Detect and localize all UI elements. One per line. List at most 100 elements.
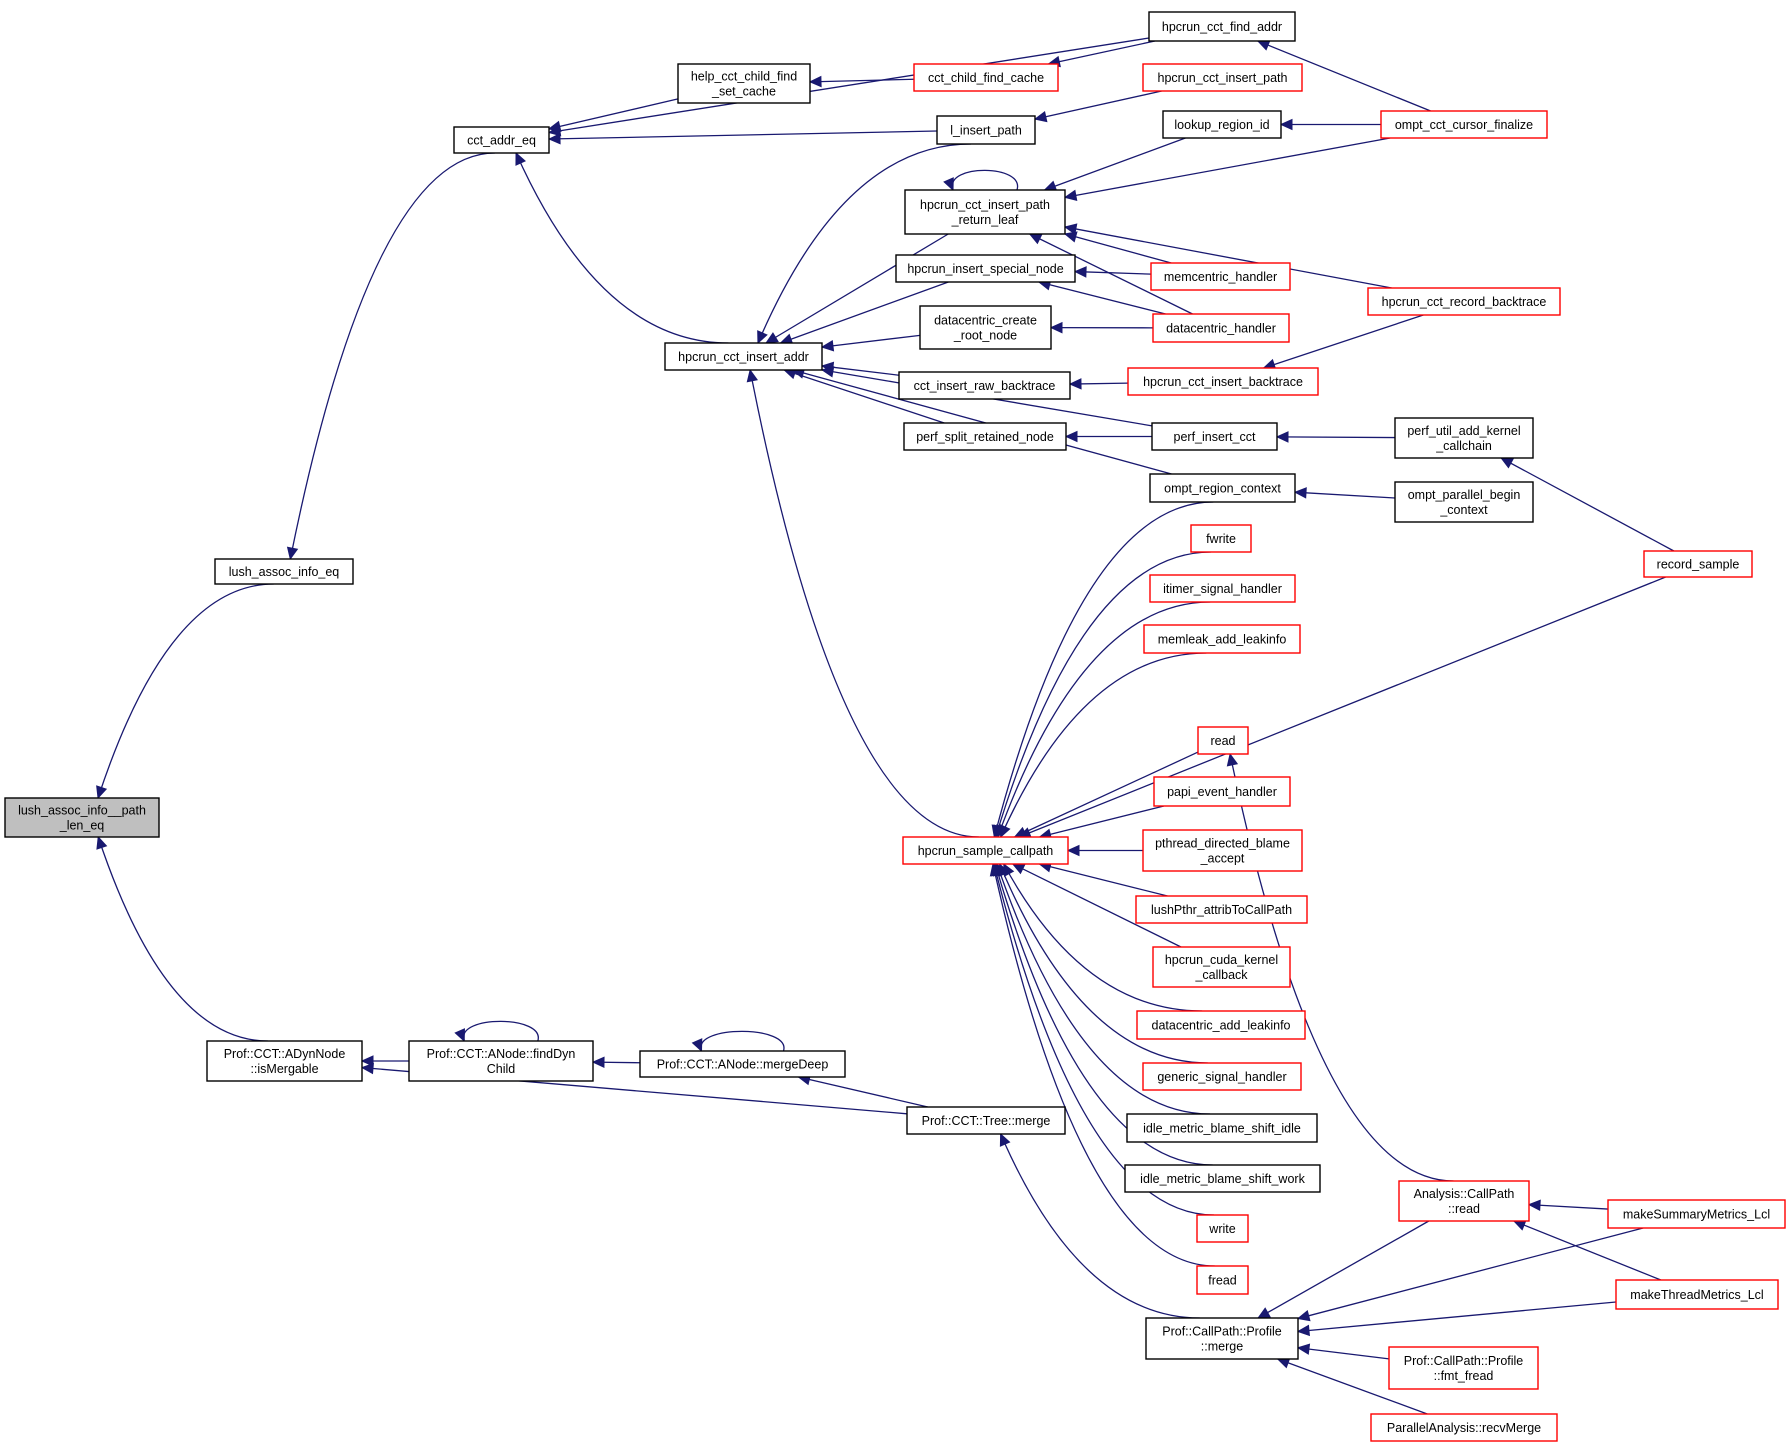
function-node[interactable]: hpcrun_sample_callpath xyxy=(902,836,1069,865)
function-node[interactable]: l_insert_path xyxy=(936,115,1036,145)
node-box xyxy=(1380,110,1548,139)
node-box xyxy=(206,1040,363,1082)
node-label: Analysis::CallPath xyxy=(1414,1187,1515,1201)
function-node[interactable]: papi_event_handler xyxy=(1153,776,1291,807)
call-edge xyxy=(820,334,921,352)
call-edge xyxy=(757,143,972,345)
call-edge xyxy=(591,1056,641,1069)
function-node[interactable]: ompt_cct_cursor_finalize xyxy=(1380,110,1548,139)
node-label: datacentric_create xyxy=(934,314,1037,328)
call-edge xyxy=(96,583,274,800)
function-node[interactable]: help_cct_child_find_set_cache xyxy=(677,63,811,104)
arrowhead-icon xyxy=(1279,118,1293,131)
function-node[interactable]: lushPthr_attribToCallPath xyxy=(1135,895,1308,924)
function-node[interactable]: hpcrun_cct_insert_path xyxy=(1142,63,1303,92)
node-label: lush_assoc_info__path xyxy=(18,804,146,818)
function-node[interactable]: read xyxy=(1197,726,1249,755)
function-node[interactable]: memleak_add_leakinfo xyxy=(1143,624,1301,654)
edge-line xyxy=(1297,1227,1644,1320)
function-node[interactable]: perf_util_add_kernel_callchain xyxy=(1394,417,1534,459)
function-node[interactable]: idle_metric_blame_shift_idle xyxy=(1126,1113,1318,1143)
arrowhead-icon xyxy=(547,133,561,145)
node-label: memleak_add_leakinfo xyxy=(1158,633,1287,647)
function-node[interactable]: hpcrun_cct_insert_path_return_leaf xyxy=(904,189,1066,235)
function-node[interactable]: lookup_region_id xyxy=(1162,110,1282,139)
function-node[interactable]: memcentric_handler xyxy=(1150,262,1291,291)
function-node[interactable]: cct_insert_raw_backtrace xyxy=(898,371,1071,400)
function-node[interactable]: Analysis::CallPath::read xyxy=(1398,1180,1530,1222)
node-label: perf_util_add_kernel xyxy=(1407,424,1520,438)
arrowhead-icon xyxy=(820,366,835,378)
node-box xyxy=(1142,1062,1302,1091)
function-node[interactable]: idle_metric_blame_shift_work xyxy=(1124,1164,1321,1193)
node-label: hpcrun_insert_special_node xyxy=(907,262,1063,276)
edge-line xyxy=(97,836,268,1042)
node-label: idle_metric_blame_shift_idle xyxy=(1143,1122,1301,1136)
arrowhead-icon xyxy=(943,177,954,192)
call-edge xyxy=(96,835,268,1042)
function-node[interactable]: Prof::CallPath::Profile::merge xyxy=(1145,1317,1299,1360)
edge-line xyxy=(1012,863,1182,948)
node-label: fread xyxy=(1208,1274,1237,1288)
function-node[interactable]: Prof::CallPath::Profile::fmt_fread xyxy=(1388,1346,1539,1390)
function-node[interactable]: itimer_signal_handler xyxy=(1149,574,1296,603)
function-node[interactable]: hpcrun_cct_record_backtrace xyxy=(1367,287,1561,316)
edge-line xyxy=(1294,491,1396,499)
edge-line xyxy=(1074,270,1152,275)
edge-line xyxy=(1528,1203,1609,1210)
function-node[interactable]: fread xyxy=(1196,1265,1249,1295)
function-node[interactable]: record_sample xyxy=(1643,550,1753,578)
function-node[interactable]: generic_signal_handler xyxy=(1142,1062,1302,1091)
node-label: ompt_region_context xyxy=(1164,482,1281,496)
function-node[interactable]: makeSummaryMetrics_Lcl xyxy=(1607,1199,1786,1229)
edge-line xyxy=(784,369,945,424)
node-label: hpcrun_cct_insert_addr xyxy=(678,350,809,364)
function-node[interactable]: pthread_directed_blame_accept xyxy=(1142,829,1303,872)
call-edge xyxy=(1000,652,1207,839)
call-edge xyxy=(1068,378,1129,390)
node-label: Child xyxy=(487,1062,516,1076)
function-node[interactable]: cct_child_find_cache xyxy=(913,63,1059,92)
function-node[interactable]: Prof::CCT::ANode::mergeDeep xyxy=(639,1050,846,1078)
call-edge xyxy=(1003,862,1203,1012)
function-node[interactable]: fwrite xyxy=(1190,524,1252,553)
node-box xyxy=(1124,1164,1321,1193)
function-node[interactable]: makeThreadMetrics_Lcl xyxy=(1615,1279,1779,1310)
edges-layer xyxy=(96,37,1675,1415)
function-node[interactable]: datacentric_handler xyxy=(1152,313,1290,343)
function-node[interactable]: Prof::CCT::Tree::merge xyxy=(906,1106,1066,1135)
node-box xyxy=(1615,1279,1779,1310)
node-box xyxy=(903,422,1067,451)
function-node[interactable]: hpcrun_insert_special_node xyxy=(895,254,1076,283)
function-node[interactable]: ParallelAnalysis::recvMerge xyxy=(1370,1413,1558,1442)
node-label: _set_cache xyxy=(711,85,776,99)
function-node[interactable]: datacentric_create_root_node xyxy=(919,305,1052,350)
function-node[interactable]: hpcrun_cct_insert_addr xyxy=(664,342,823,371)
function-node[interactable]: perf_insert_cct xyxy=(1151,422,1278,451)
function-node[interactable]: hpcrun_cct_find_addr xyxy=(1148,11,1296,42)
node-box xyxy=(906,1106,1066,1135)
edge-line xyxy=(1039,805,1165,838)
arrowhead-icon xyxy=(1000,824,1011,839)
node-box xyxy=(1150,262,1291,291)
node-label: datacentric_handler xyxy=(1166,322,1276,336)
function-node[interactable]: Prof::CCT::ADynNode::isMergable xyxy=(206,1040,363,1082)
arrowhead-icon xyxy=(1049,321,1063,334)
function-node[interactable]: datacentric_add_leakinfo xyxy=(1136,1010,1306,1040)
node-label: ::read xyxy=(1448,1202,1480,1216)
function-node[interactable]: hpcrun_cct_insert_backtrace xyxy=(1127,367,1319,396)
function-node[interactable]: ompt_region_context xyxy=(1149,473,1296,503)
edge-line xyxy=(463,1020,539,1042)
function-node[interactable]: write xyxy=(1196,1214,1249,1243)
function-node[interactable]: lush_assoc_info_eq xyxy=(214,558,354,585)
arrowhead-icon xyxy=(757,330,768,345)
edge-line xyxy=(1038,281,1166,315)
function-node[interactable]: hpcrun_cuda_kernel_callback xyxy=(1152,946,1291,988)
function-node[interactable]: ompt_parallel_begin_context xyxy=(1394,481,1534,523)
edge-line xyxy=(1029,233,1193,315)
call-edge xyxy=(691,1030,785,1053)
node-label: record_sample xyxy=(1657,558,1740,572)
function-node[interactable]: cct_addr_eq xyxy=(453,126,550,154)
function-node[interactable]: perf_split_retained_node xyxy=(903,422,1067,451)
